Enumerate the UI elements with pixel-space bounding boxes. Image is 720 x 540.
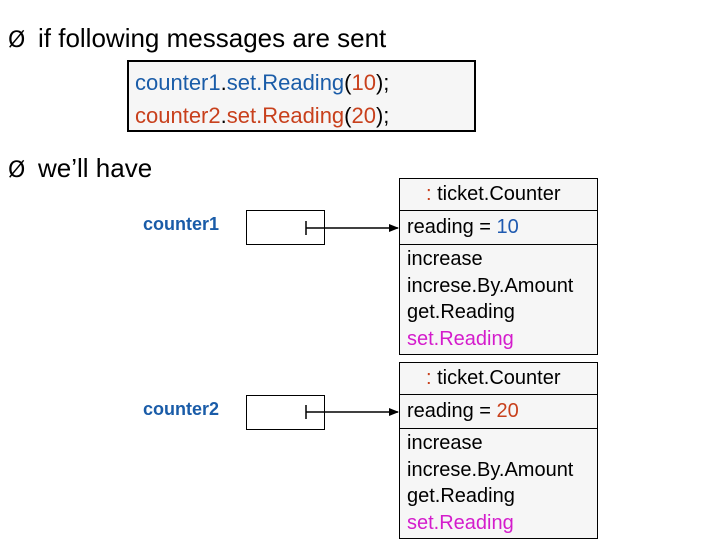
object-attribute: reading = 20 <box>399 395 598 429</box>
bullet-text: if following messages are sent <box>38 23 387 53</box>
object-methods: increase increse.By.Amount get.Reading s… <box>399 429 598 539</box>
method-item: increse.By.Amount <box>407 274 574 297</box>
reference-box-counter1 <box>246 210 325 245</box>
object-title: : ticket.Counter <box>399 178 598 211</box>
code-method: set.Reading <box>226 103 345 128</box>
code-line-1: counter1.set.Reading(10); <box>135 66 474 99</box>
title-class-name: ticket.Counter <box>431 367 561 389</box>
reference-arrow-counter1 <box>305 221 399 235</box>
object-title: : ticket.Counter <box>399 362 598 395</box>
method-item: increse.By.Amount <box>407 458 574 481</box>
bullet-arrow-icon: Ø <box>8 28 26 53</box>
code-method: set.Reading <box>226 70 345 95</box>
method-item: get.Reading <box>407 301 515 323</box>
method-item-setter: set.Reading <box>407 511 514 534</box>
method-item: get.Reading <box>407 485 515 507</box>
code-open-paren: ( <box>344 70 352 95</box>
code-dot: . <box>220 70 227 95</box>
title-class-name: ticket.Counter <box>431 183 561 205</box>
method-item-setter: set.Reading <box>407 327 514 350</box>
attribute-value: 10 <box>496 216 519 238</box>
attribute-name: reading = <box>407 216 497 238</box>
title-colon: : <box>426 183 432 205</box>
code-open-paren: ( <box>344 103 352 128</box>
code-box: counter1.set.Reading(10); counter2.set.R… <box>127 60 476 132</box>
attribute-name: reading = <box>407 400 497 422</box>
reference-label-counter2: counter2 <box>143 399 220 419</box>
method-item: increase <box>407 432 483 454</box>
code-argument: 10 <box>351 70 376 95</box>
attribute-value: 20 <box>496 400 519 422</box>
method-item: increase <box>407 248 483 270</box>
code-close: ); <box>375 103 390 128</box>
code-ref: counter2 <box>135 103 221 128</box>
reference-label-counter1: counter1 <box>143 214 220 234</box>
code-close: ); <box>375 70 390 95</box>
object-methods: increase increse.By.Amount get.Reading s… <box>399 245 598 355</box>
title-colon: : <box>426 367 432 389</box>
reference-arrow-counter2 <box>305 405 399 419</box>
code-ref: counter1 <box>135 70 221 95</box>
code-argument: 20 <box>351 103 376 128</box>
reference-box-counter2 <box>246 395 325 430</box>
code-line-2: counter2.set.Reading(20); <box>135 99 474 132</box>
bullet-text: we’ll have <box>38 153 153 183</box>
code-dot: . <box>220 103 227 128</box>
bullet-arrow-icon: Ø <box>8 158 26 183</box>
object-attribute: reading = 10 <box>399 211 598 245</box>
